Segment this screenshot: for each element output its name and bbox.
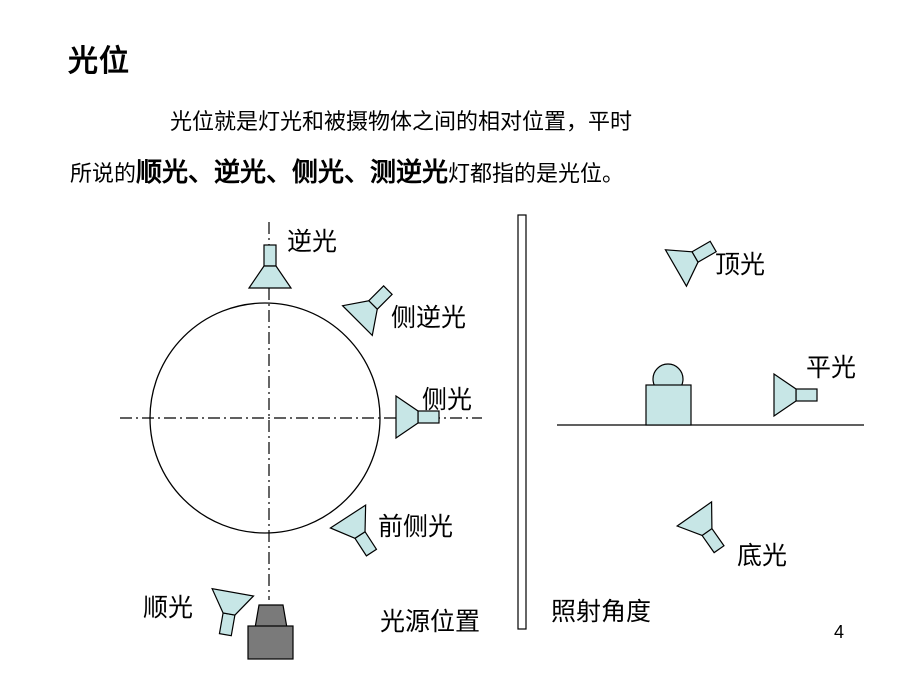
side-light-lamp-icon bbox=[395, 394, 440, 440]
intro-paragraph: 光位就是灯光和被摄物体之间的相对位置，平时 所说的顺光、逆光、侧光、测逆光灯都指… bbox=[70, 98, 830, 200]
label-side-back-light: 侧逆光 bbox=[391, 303, 466, 332]
bottom-light-lamp-icon bbox=[675, 500, 725, 554]
label-front-light: 顺光 bbox=[143, 593, 193, 622]
light-types-emphasis: 顺光、逆光、侧光、测逆光 bbox=[136, 158, 449, 188]
camera-icon bbox=[247, 604, 294, 660]
slide-title: 光位 bbox=[68, 44, 130, 79]
left-diagram-light-positions: 逆光 侧逆光 侧光 前侧光 顺光 光源位置 bbox=[120, 222, 482, 660]
front-light-lamp-icon bbox=[211, 587, 255, 637]
label-bottom-light: 底光 bbox=[737, 541, 787, 570]
paragraph-line-1: 光位就是灯光和被摄物体之间的相对位置，平时 bbox=[170, 110, 633, 135]
front-side-light-lamp-icon bbox=[329, 503, 378, 557]
page-number: 4 bbox=[834, 622, 845, 642]
subject-figure-icon bbox=[645, 363, 692, 426]
flat-light-lamp-icon bbox=[773, 372, 818, 418]
label-flat-light: 平光 bbox=[806, 353, 856, 382]
divider-bar bbox=[517, 214, 527, 630]
paragraph-line-2: 所说的顺光、逆光、侧光、测逆光灯都指的是光位。 bbox=[70, 158, 625, 188]
right-diagram-lighting-angles: 顶光 平光 底光 照射角度 bbox=[551, 240, 864, 626]
label-front-side-light: 前侧光 bbox=[378, 512, 453, 541]
top-light-lamp-icon bbox=[664, 240, 718, 288]
caption-light-source-position: 光源位置 bbox=[380, 607, 480, 636]
caption-lighting-angle: 照射角度 bbox=[551, 597, 651, 626]
label-top-light: 顶光 bbox=[715, 250, 765, 279]
label-side-light: 侧光 bbox=[422, 385, 472, 414]
back-light-lamp-icon bbox=[247, 244, 293, 289]
side-back-light-lamp-icon bbox=[341, 285, 393, 337]
label-back-light: 逆光 bbox=[287, 227, 337, 256]
